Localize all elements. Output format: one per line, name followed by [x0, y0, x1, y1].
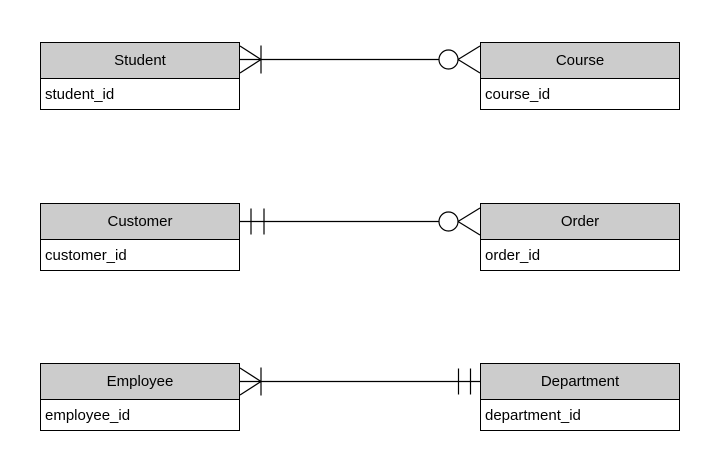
entity-attribute-row: employee_id	[41, 400, 239, 430]
entity-order: Order order_id	[480, 203, 680, 271]
attribute-label: employee_id	[45, 406, 131, 424]
entity-title: Department	[540, 373, 620, 390]
entity-department: Department department_id	[480, 363, 680, 431]
crow-foot-many-icon	[457, 45, 481, 74]
attribute-label: customer_id	[45, 246, 127, 264]
entity-title: Employee	[106, 373, 174, 390]
entity-title: Customer	[107, 213, 173, 230]
attribute-label: course_id	[485, 85, 551, 103]
attribute-label: order_id	[485, 246, 541, 264]
entity-student-header: Student	[41, 43, 239, 79]
crow-foot-many-icon	[239, 45, 262, 74]
zero-circle-icon	[438, 211, 459, 232]
entity-department-header: Department	[481, 364, 679, 400]
entity-attribute-row: student_id	[41, 79, 239, 109]
entity-order-header: Order	[481, 204, 679, 240]
connector-employee-department	[239, 367, 480, 396]
entity-customer-header: Customer	[41, 204, 239, 240]
attribute-label: student_id	[45, 85, 115, 103]
entity-attribute-row: department_id	[481, 400, 679, 430]
zero-circle-icon	[438, 49, 459, 70]
entity-attribute-row: course_id	[481, 79, 679, 109]
entity-course: Course course_id	[480, 42, 680, 110]
entity-title: Course	[555, 52, 605, 69]
entity-employee: Employee employee_id	[40, 363, 240, 431]
connector-customer-order	[240, 207, 481, 236]
crow-foot-many-icon	[457, 207, 481, 236]
connector-student-course	[239, 45, 481, 74]
entity-title: Student	[114, 52, 166, 69]
attribute-label: department_id	[485, 406, 581, 424]
entity-customer: Customer customer_id	[40, 203, 240, 271]
entity-attribute-row: customer_id	[41, 240, 239, 270]
entity-employee-header: Employee	[41, 364, 239, 400]
entity-course-header: Course	[481, 43, 679, 79]
entity-title: Order	[560, 213, 600, 230]
crow-foot-many-icon	[239, 367, 262, 396]
entity-attribute-row: order_id	[481, 240, 679, 270]
entity-student: Student student_id	[40, 42, 240, 110]
